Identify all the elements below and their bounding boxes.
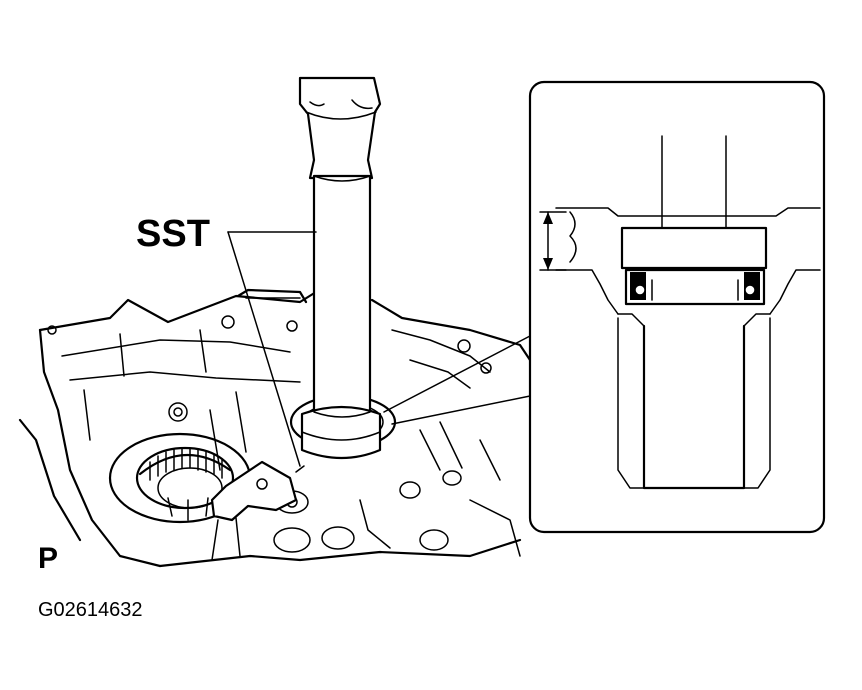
transaxle-case — [18, 288, 532, 568]
sst-tool — [295, 76, 382, 473]
view-marker: P — [38, 542, 58, 575]
depth-dimension-arrow — [539, 211, 567, 271]
sst-leader — [227, 231, 317, 467]
detail-callout-lines — [383, 335, 531, 425]
oil-seal — [624, 268, 766, 306]
figure-code: G02614632 — [38, 599, 143, 621]
sst-label: SST — [136, 213, 210, 255]
detail-inset — [528, 80, 826, 534]
